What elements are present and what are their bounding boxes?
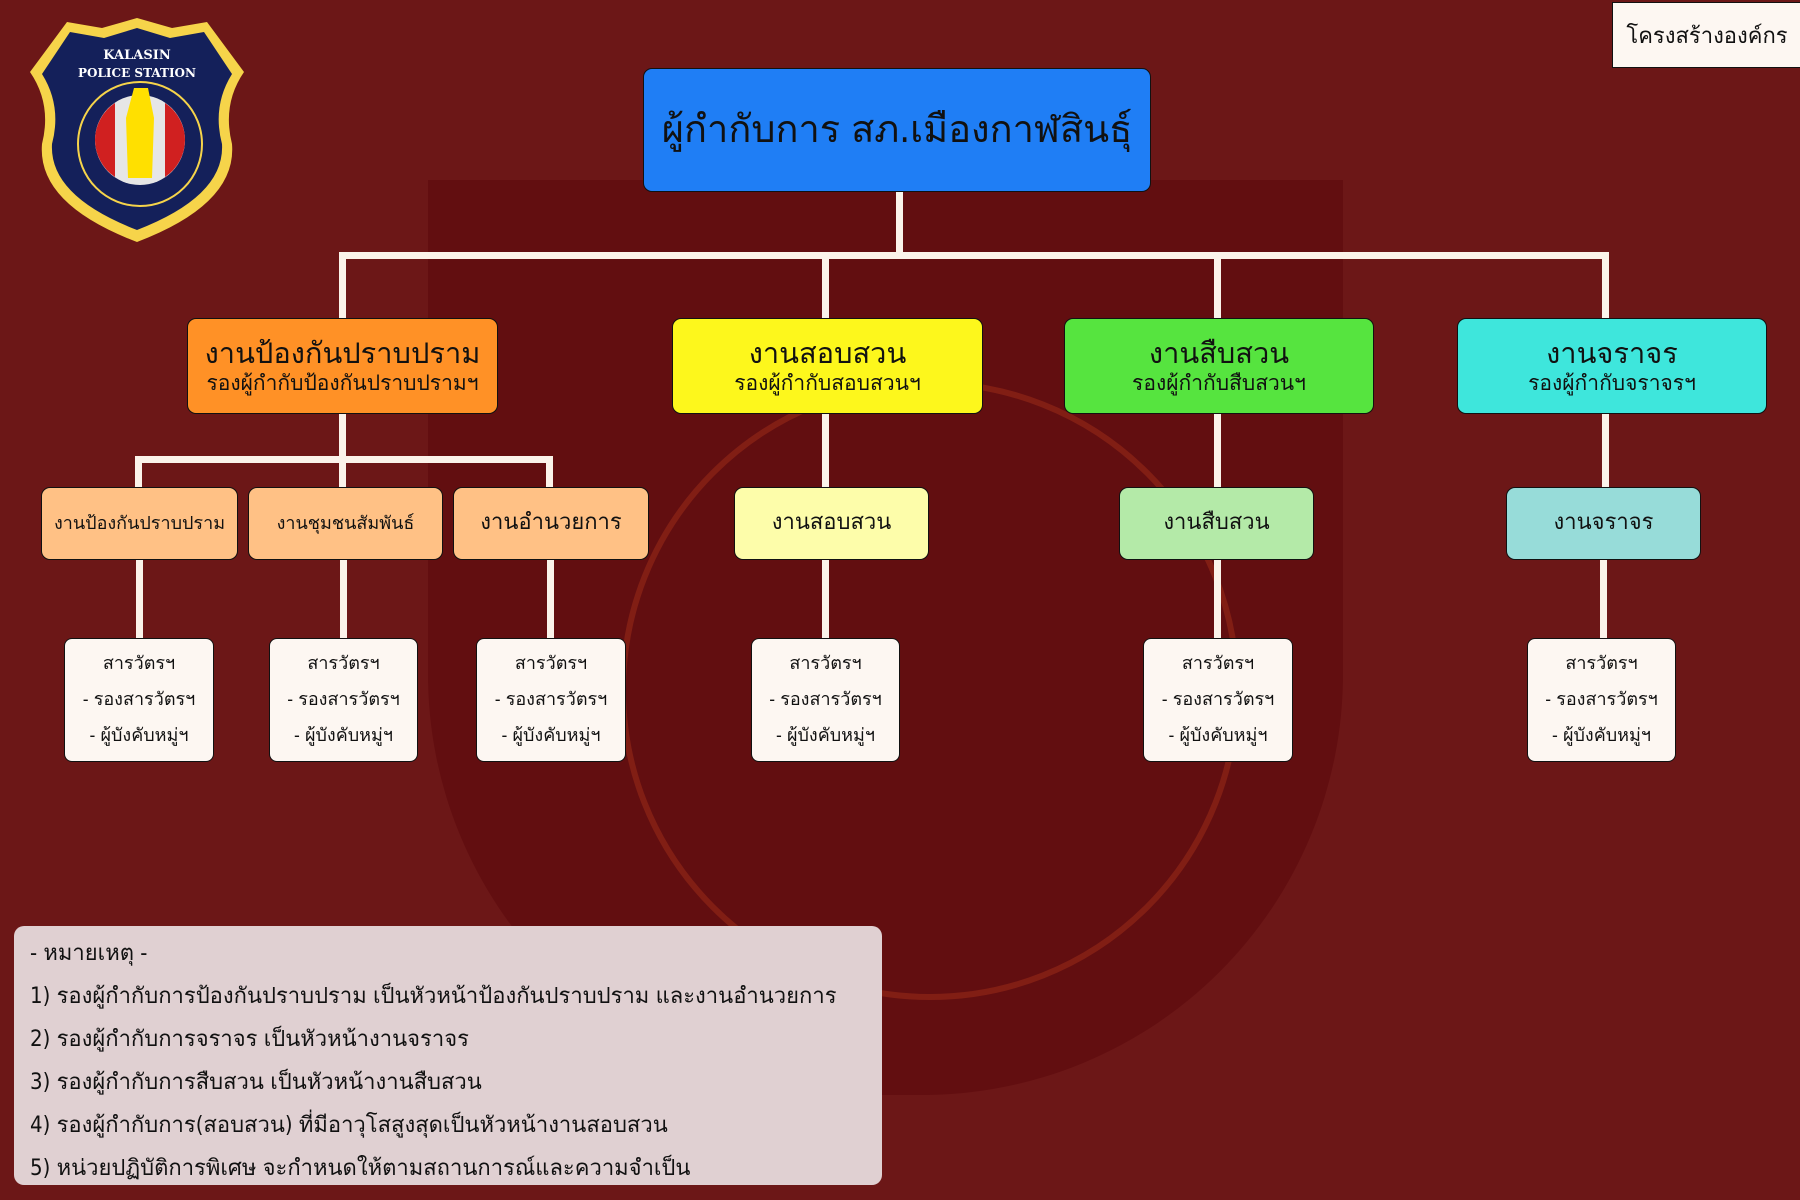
division-traffic[interactable]: งานจราจรรองผู้กำกับจราจรฯ xyxy=(1457,318,1767,414)
staff-squad-leader: - ผู้บังคับหมู่ฯ xyxy=(89,725,189,746)
connector xyxy=(822,252,829,318)
division-prevention[interactable]: งานป้องกันปราบปรามรองผู้กำกับป้องกันปราบ… xyxy=(187,318,498,414)
note-item: 5) หน่วยปฏิบัติการพิเศษ จะกำหนดให้ตามสถา… xyxy=(30,1156,691,1181)
staff-box[interactable]: สารวัตรฯ - รองสารวัตรฯ - ผู้บังคับหมู่ฯ xyxy=(751,638,900,762)
connector xyxy=(547,560,554,638)
staff-squad-leader: - ผู้บังคับหมู่ฯ xyxy=(1168,725,1268,746)
unit-community[interactable]: งานชุมชนสัมพันธ์ xyxy=(248,487,443,560)
staff-deputy: - รองสารวัตรฯ xyxy=(1161,689,1275,710)
staff-box[interactable]: สารวัตรฯ - รองสารวัตรฯ - ผู้บังคับหมู่ฯ xyxy=(269,638,418,762)
staff-inspector: สารวัตรฯ xyxy=(307,653,380,674)
logo-text: KALASIN xyxy=(103,48,171,63)
note-item: 4) รองผู้กำกับการ(สอบสวน) ที่มีอาวุโสสูง… xyxy=(30,1113,668,1138)
unit-prevention[interactable]: งานป้องกันปราบปราม xyxy=(41,487,238,560)
connector xyxy=(339,252,346,318)
svg-text:POLICE STATION: POLICE STATION xyxy=(78,66,196,80)
division-investigation[interactable]: งานสืบสวนรองผู้กำกับสืบสวนฯ xyxy=(1064,318,1374,414)
division-head: รองผู้กำกับสอบสวนฯ xyxy=(734,370,921,395)
notes-heading: - หมายเหตุ - xyxy=(30,941,148,966)
staff-deputy: - รองสารวัตรฯ xyxy=(494,689,608,710)
staff-box[interactable]: สารวัตรฯ - รองสารวัตรฯ - ผู้บังคับหมู่ฯ xyxy=(1143,638,1293,762)
staff-deputy: - รองสารวัตรฯ xyxy=(1545,689,1658,710)
unit-inquiry[interactable]: งานสอบสวน xyxy=(734,487,929,560)
staff-inspector: สารวัตรฯ xyxy=(789,653,862,674)
staff-inspector: สารวัตรฯ xyxy=(1181,653,1255,674)
staff-deputy: - รองสารวัตรฯ xyxy=(769,689,882,710)
staff-deputy: - รองสารวัตรฯ xyxy=(287,689,400,710)
division-head: รองผู้กำกับสืบสวนฯ xyxy=(1132,370,1306,395)
division-head: รองผู้กำกับจราจรฯ xyxy=(1528,370,1696,395)
division-title: งานสืบสวน xyxy=(1148,336,1290,370)
note-item: 2) รองผู้กำกับการจราจร เป็นหัวหน้างานจรา… xyxy=(30,1027,469,1052)
connector xyxy=(896,192,903,258)
connector xyxy=(1214,560,1221,638)
note-item: 3) รองผู้กำกับการสืบสวน เป็นหัวหน้างานสื… xyxy=(30,1070,482,1095)
division-title: งานป้องกันปราบปราม xyxy=(204,336,481,370)
staff-box[interactable]: สารวัตรฯ - รองสารวัตรฯ - ผู้บังคับหมู่ฯ xyxy=(64,638,214,762)
connector xyxy=(546,456,553,487)
connector xyxy=(136,560,143,638)
notes-panel: - หมายเหตุ - 1) รองผู้กำกับการป้องกันปรา… xyxy=(14,926,882,1185)
connector xyxy=(1214,414,1221,487)
unit-investigation[interactable]: งานสืบสวน xyxy=(1119,487,1314,560)
staff-box[interactable]: สารวัตรฯ - รองสารวัตรฯ - ผู้บังคับหมู่ฯ xyxy=(476,638,626,762)
connector xyxy=(339,252,1609,259)
connector xyxy=(135,456,553,463)
org-structure-button[interactable]: โครงสร้างองค์กร xyxy=(1612,2,1800,68)
division-title: งานสอบสวน xyxy=(748,336,907,370)
connector xyxy=(822,414,829,487)
connector xyxy=(1602,252,1609,318)
division-inquiry[interactable]: งานสอบสวนรองผู้กำกับสอบสวนฯ xyxy=(672,318,983,414)
staff-squad-leader: - ผู้บังคับหมู่ฯ xyxy=(1551,725,1652,746)
connector xyxy=(1602,414,1609,487)
police-badge-logo: KALASIN POLICE STATION xyxy=(30,18,244,242)
connector xyxy=(340,560,347,638)
note-item: 1) รองผู้กำกับการป้องกันปราบปราม เป็นหัว… xyxy=(30,984,837,1009)
connector xyxy=(339,414,346,487)
division-title: งานจราจร xyxy=(1546,336,1678,370)
unit-traffic[interactable]: งานจราจร xyxy=(1506,487,1701,560)
staff-squad-leader: - ผู้บังคับหมู่ฯ xyxy=(501,725,601,746)
staff-deputy: - รองสารวัตรฯ xyxy=(82,689,196,710)
connector xyxy=(1214,252,1221,318)
connector xyxy=(135,456,142,487)
staff-inspector: สารวัตรฯ xyxy=(1565,653,1638,674)
connector xyxy=(822,560,829,638)
division-head: รองผู้กำกับป้องกันปราบปรามฯ xyxy=(206,370,479,395)
staff-box[interactable]: สารวัตรฯ - รองสารวัตรฯ - ผู้บังคับหมู่ฯ xyxy=(1527,638,1676,762)
connector xyxy=(1600,560,1607,638)
staff-inspector: สารวัตรฯ xyxy=(102,653,176,674)
staff-inspector: สารวัตรฯ xyxy=(514,653,588,674)
staff-squad-leader: - ผู้บังคับหมู่ฯ xyxy=(293,725,394,746)
superintendent-box[interactable]: ผู้กำกับการ สภ.เมืองกาฬสินธุ์ xyxy=(643,68,1151,192)
unit-administration[interactable]: งานอำนวยการ xyxy=(453,487,649,560)
staff-squad-leader: - ผู้บังคับหมู่ฯ xyxy=(775,725,876,746)
